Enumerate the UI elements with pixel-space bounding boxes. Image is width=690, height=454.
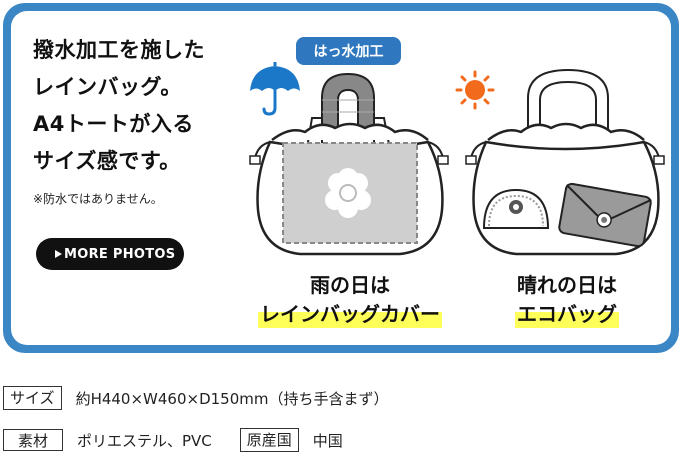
more-photos-label: MORE PHOTOS	[64, 246, 176, 262]
headline-line-2: レインバッグ。	[33, 75, 182, 99]
material-value: ポリエステル、PVC	[77, 431, 212, 450]
headline: 撥水加工を施した レインバッグ。 A4トートが入る サイズ感です。	[33, 32, 273, 180]
headline-line-1: 撥水加工を施した	[33, 38, 205, 62]
bag-illustrations	[249, 62, 665, 256]
rain-caption: 雨の日は レインバッグカバー	[250, 270, 450, 328]
waterproof-note: ※防水ではありません。	[33, 192, 163, 206]
water-repellent-badge: はっ水加工	[296, 37, 401, 65]
more-photos-button[interactable]: MORE PHOTOS	[36, 238, 184, 270]
size-value: 約H440×W460×D150mm（持ち手含まず）	[75, 389, 389, 408]
headline-line-4: サイズ感です。	[33, 149, 181, 173]
size-label: サイズ	[3, 386, 62, 410]
rain-caption-line-2: レインバッグカバー	[258, 300, 442, 328]
eco-bag-illustration	[465, 68, 665, 256]
origin-value: 中国	[312, 431, 343, 450]
sun-icon	[455, 70, 495, 110]
rain-bag-illustration	[249, 72, 449, 256]
material-label: 素材	[3, 429, 63, 451]
sunny-caption: 晴れの日は エコバッグ	[472, 270, 662, 328]
spec-size-row: サイズ 約H440×W460×D150mm（持ち手含まず）	[3, 386, 388, 410]
rain-caption-line-1: 雨の日は	[310, 273, 390, 297]
flower-motif	[325, 168, 371, 218]
umbrella-icon	[250, 62, 300, 116]
sunny-caption-line-1: 晴れの日は	[517, 273, 617, 297]
sunny-caption-line-2: エコバッグ	[515, 300, 619, 328]
origin-label: 原産国	[239, 428, 299, 452]
headline-line-3: A4トートが入る	[33, 112, 194, 136]
play-triangle-icon	[55, 250, 62, 258]
spec-material-row: 素材 ポリエステル、PVC 原産国 中国	[3, 428, 343, 452]
